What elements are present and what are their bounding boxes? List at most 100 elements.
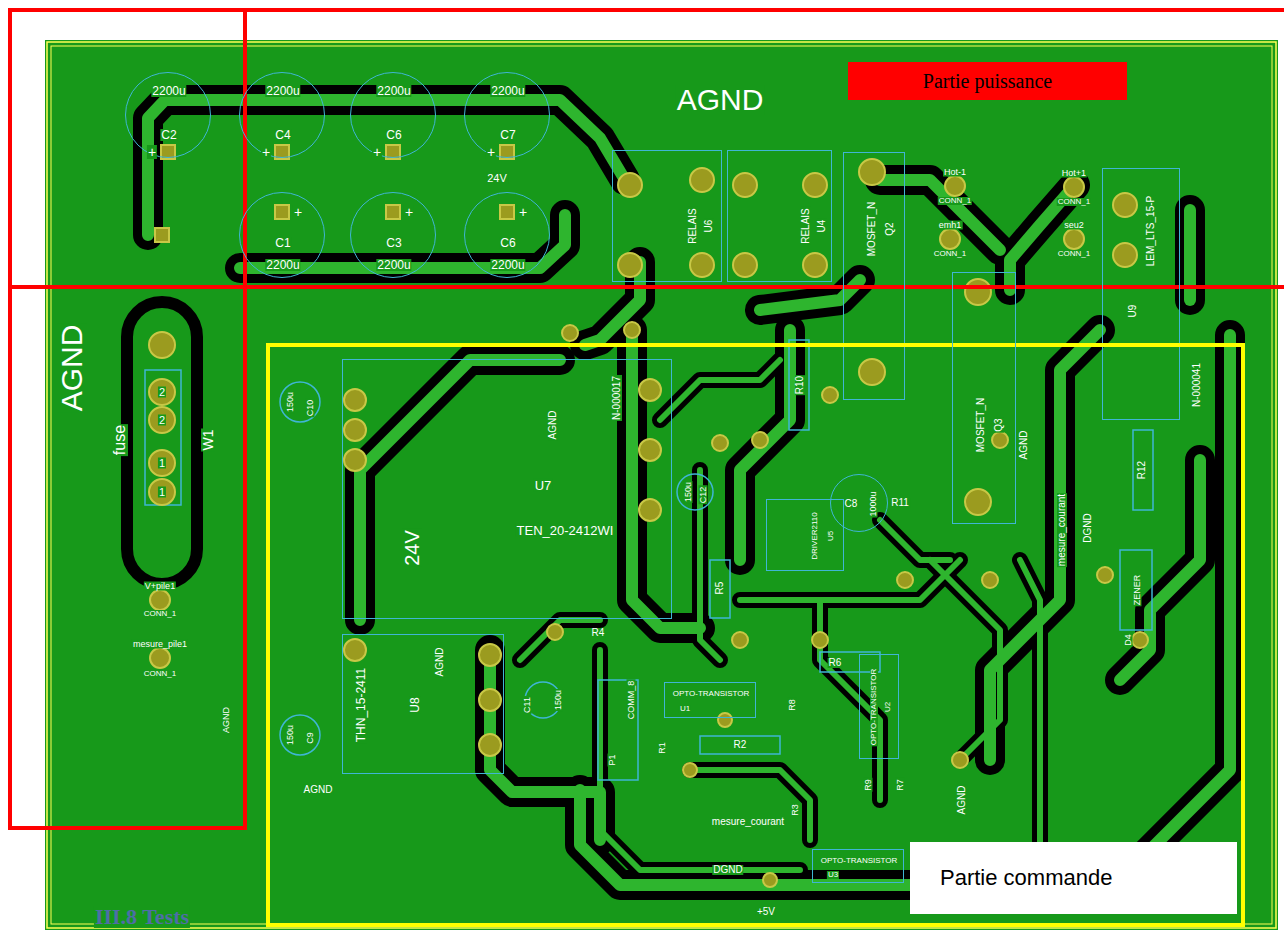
component-label: OPTO-TRANSISTOR — [820, 857, 899, 865]
board-label: D4 — [1124, 633, 1133, 647]
component-label: 1000u — [869, 490, 878, 517]
component-label: THN_15-2411 — [355, 667, 367, 743]
board-label: C12 — [699, 486, 708, 505]
component-label: C2 — [160, 129, 177, 141]
board-label: 1 — [158, 458, 166, 469]
component-label: 2200u — [490, 85, 525, 97]
board-label: mesure_pile1 — [132, 640, 188, 649]
board-label: DGND — [712, 865, 743, 875]
dc-converter-footprint: U7TEN_20-2412WI — [342, 359, 672, 619]
silkscreen — [280, 340, 1153, 780]
region-outline — [8, 10, 1284, 828]
driver-footprint: DRIVER2110 U5 — [766, 499, 844, 571]
component-label: MOSFET_N — [867, 201, 877, 257]
component-label: 2200u — [265, 259, 300, 271]
board-label: R11 — [890, 498, 910, 508]
capacitor-footprint: 2200uC6 — [350, 72, 436, 158]
component-label: U3 — [827, 871, 839, 879]
board-label: emh1 — [938, 221, 963, 230]
component-label: LEM_LTS_15-P — [1146, 195, 1156, 267]
component-label: C6 — [499, 237, 516, 249]
fuse-clearance — [127, 302, 197, 584]
component-label: C4 — [274, 129, 291, 141]
capacitor-footprint: 2200uC4 — [239, 72, 325, 158]
board-label: ZENER — [1133, 574, 1142, 607]
board-label: + — [261, 145, 271, 159]
board-label: AGND — [957, 785, 967, 816]
component-label: Q3 — [994, 417, 1004, 432]
component-label: U5 — [827, 530, 835, 542]
board-label: AGND — [676, 85, 765, 115]
component-label: W1 — [201, 429, 215, 452]
board-label: 150u — [684, 481, 693, 503]
component-label: C7 — [499, 129, 516, 141]
board-label: R12 — [1137, 460, 1147, 480]
component-label: 2200u — [376, 259, 411, 271]
board-label: R10 — [795, 375, 805, 395]
board-label: 150u — [286, 391, 295, 413]
board-label: seu2 — [1063, 221, 1085, 230]
board-label: + — [293, 205, 303, 219]
component-label: DRIVER2110 — [811, 511, 819, 560]
board-label: R2 — [733, 740, 748, 750]
board-edge — [51, 46, 1272, 924]
component-label: MOSFET_N — [976, 397, 986, 453]
board-label: N-000041 — [1192, 362, 1202, 408]
capacitor-footprint: C6 2200u — [464, 192, 550, 278]
board-label: + — [404, 205, 414, 219]
component-label: U2 — [884, 701, 892, 713]
component-label: U4 — [817, 219, 827, 234]
relay-footprint: RELAIS U4 — [727, 150, 832, 282]
board-label: C11 — [523, 696, 532, 714]
board-label: 24V — [486, 173, 508, 184]
board-label: CONN_1 — [933, 250, 967, 258]
capacitor-footprint: C32200u — [350, 192, 436, 278]
board-label: AGND — [222, 706, 231, 734]
board-label: CONN_1 — [1057, 250, 1091, 258]
dc-converter-footprint: THN_15-2411U8 — [342, 634, 504, 774]
board-label: 2 — [158, 387, 166, 398]
capacitor-footprint: C12200u — [239, 192, 325, 278]
component-label: OPTO-TRANSISTOR — [870, 668, 878, 747]
board-label: COMM_8 — [627, 680, 636, 721]
control-region: Partie commande U7TEN_20-2412WI THN_15-241… — [266, 343, 1245, 927]
board-label: CONN_1 — [143, 610, 177, 618]
board-label: + — [147, 145, 157, 159]
component-label: Q2 — [885, 221, 895, 236]
capacitor-footprint: 2200uC2 — [125, 72, 211, 158]
board-label: P1 — [608, 753, 617, 766]
board-label: Hot+1 — [1061, 169, 1087, 178]
component-label: U7 — [534, 479, 553, 492]
board-label: AGND — [1019, 430, 1029, 461]
section-tag-text: Partie commande — [910, 842, 1237, 914]
board-label: DGND — [1083, 512, 1093, 543]
board-label: R4 — [591, 628, 606, 638]
fuse-holder: fuse W1 — [105, 300, 215, 585]
component-label: 2200u — [376, 85, 411, 97]
component-label: OPTO-TRANSISTOR — [672, 690, 751, 698]
component-label: 2200u — [151, 85, 186, 97]
board-label: 150u — [554, 689, 563, 711]
board-label: CONN_1 — [938, 197, 972, 205]
capacitor-footprint: 2200uC7 — [464, 72, 550, 158]
pads — [149, 145, 1148, 887]
board-label: + — [486, 145, 496, 159]
board-label: + — [518, 205, 528, 219]
board-label: 1 — [158, 487, 166, 498]
component-label: RELAIS — [801, 207, 811, 245]
board-label: + — [372, 145, 382, 159]
board-label: 2 — [158, 415, 166, 426]
component-label: 2200u — [490, 259, 525, 271]
board-edge — [47, 42, 1276, 928]
relay-footprint: RELAISU6 — [612, 150, 722, 282]
optocoupler-footprint: OPTO-TRANSISTOR U2 — [859, 654, 899, 759]
board-label: mesure_courant — [1057, 493, 1067, 567]
board — [45, 40, 1278, 930]
board-label: CONN_1 — [1057, 198, 1091, 206]
board-label: V+pile1 — [144, 582, 176, 591]
component-label: fuse — [112, 424, 128, 456]
board-label: R8 — [788, 698, 797, 712]
board-label: R1 — [658, 741, 667, 755]
component-label: U1 — [679, 705, 691, 713]
component-label: 2200u — [265, 85, 300, 97]
